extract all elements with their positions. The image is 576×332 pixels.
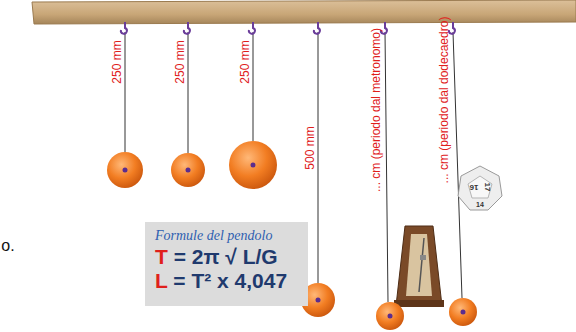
die-number: 17	[483, 183, 491, 192]
formula-box: Formule del pendoloT = 2π √ L/GL = T² x …	[145, 222, 308, 306]
die-number: 14	[476, 201, 484, 208]
cut-text: o.	[1, 238, 14, 254]
length-label: 250 mm	[111, 40, 123, 83]
length-label: 500 mm	[304, 126, 316, 169]
dodecahedron	[458, 166, 502, 210]
formula-heading: Formule del pendolo	[155, 228, 298, 245]
die-number: 16	[470, 183, 479, 191]
length-label: ... cm (periodo dal metronomo)	[370, 28, 382, 192]
length-label: 250 mm	[174, 40, 186, 83]
length-label: ... cm (periodo dal dodecaedro)	[438, 17, 450, 184]
bob-centres	[123, 163, 466, 319]
formula: T = 2π √ L/G	[155, 245, 298, 269]
orange-bobs	[107, 141, 477, 330]
length-label: 250 mm	[239, 40, 251, 83]
hooks	[121, 22, 455, 34]
formula: L = T² x 4,047	[155, 269, 298, 293]
wooden-bar	[32, 0, 576, 24]
metronome	[394, 226, 444, 307]
